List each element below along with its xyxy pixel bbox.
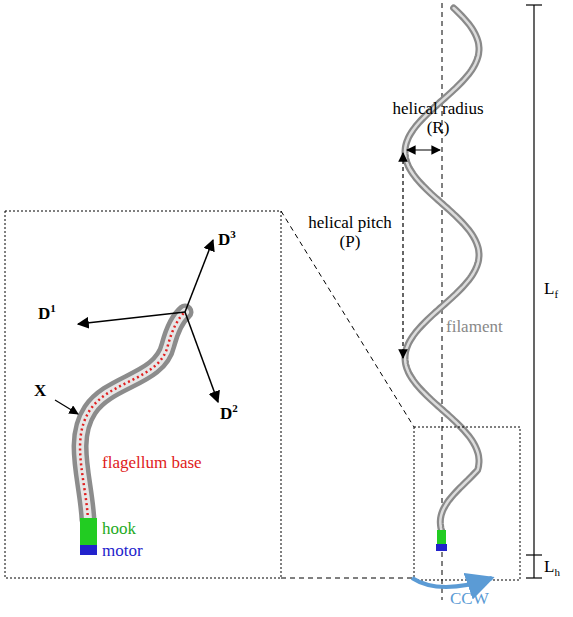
- motor-part: [80, 545, 97, 555]
- dimension-label: Lh: [544, 558, 560, 578]
- rotation-arrow: [412, 578, 492, 587]
- part-label: hook: [102, 520, 136, 539]
- inset-box: [5, 211, 281, 578]
- vector-label: D3: [218, 228, 236, 249]
- dimension-label: helical pitch (P): [303, 214, 398, 251]
- pitch-arrow: [402, 153, 403, 358]
- base-tube: [80, 312, 185, 520]
- length-dimensions: [526, 5, 542, 578]
- radius-arrow: [407, 149, 440, 150]
- centerline: [80, 312, 185, 520]
- rotation-label: CCW: [450, 590, 489, 609]
- base-tube-highlight: [80, 312, 185, 520]
- motor-small: [436, 544, 447, 551]
- dimension-label: helical radius (R): [391, 100, 486, 137]
- vector-label: D1: [38, 302, 56, 323]
- d1-vector: [78, 312, 185, 324]
- zoom-box: [414, 427, 520, 580]
- part-label: filament: [446, 318, 503, 337]
- zoom-line: [281, 211, 414, 427]
- d2-vector: [185, 312, 218, 402]
- zoom-line: [281, 578, 414, 579]
- dimension-label: Lf: [544, 280, 558, 300]
- vector-label: X: [34, 382, 46, 401]
- hook-part: [80, 518, 97, 545]
- hook-small: [437, 530, 446, 544]
- helix-stroke: [405, 8, 479, 532]
- part-label: flagellum base: [102, 454, 202, 473]
- x-leader: [55, 400, 78, 414]
- filament-helix: [405, 8, 479, 532]
- helix-stroke: [405, 8, 479, 532]
- vector-label: D2: [220, 402, 238, 423]
- d3-vector: [185, 240, 213, 312]
- part-label: motor: [102, 542, 143, 561]
